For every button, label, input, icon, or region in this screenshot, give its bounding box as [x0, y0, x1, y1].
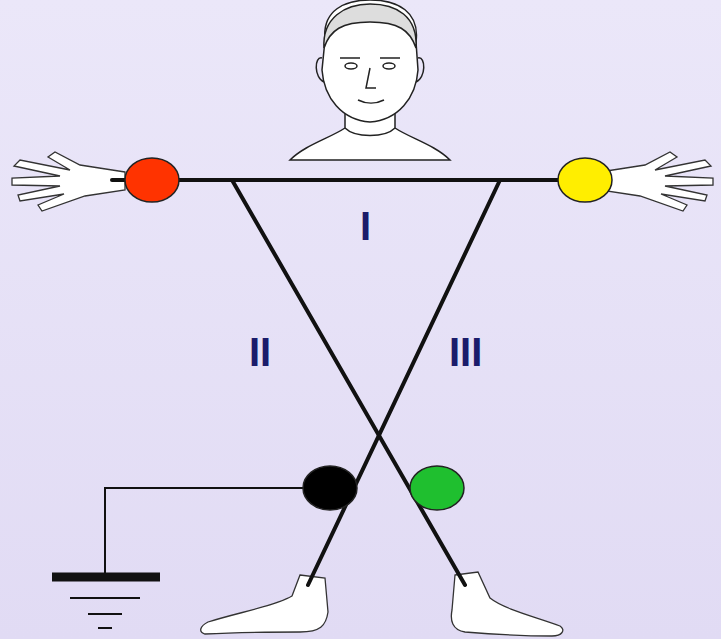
- lead-name: I: [360, 206, 371, 246]
- hand-figure: [12, 152, 713, 211]
- lead-wire: [105, 180, 608, 585]
- lead-name: III: [449, 332, 482, 372]
- foot-figure: [201, 572, 563, 636]
- lead-name: II: [249, 332, 271, 372]
- electrode-dot: [125, 158, 612, 510]
- ground-symbol: [52, 577, 160, 628]
- head-figure: [290, 0, 450, 160]
